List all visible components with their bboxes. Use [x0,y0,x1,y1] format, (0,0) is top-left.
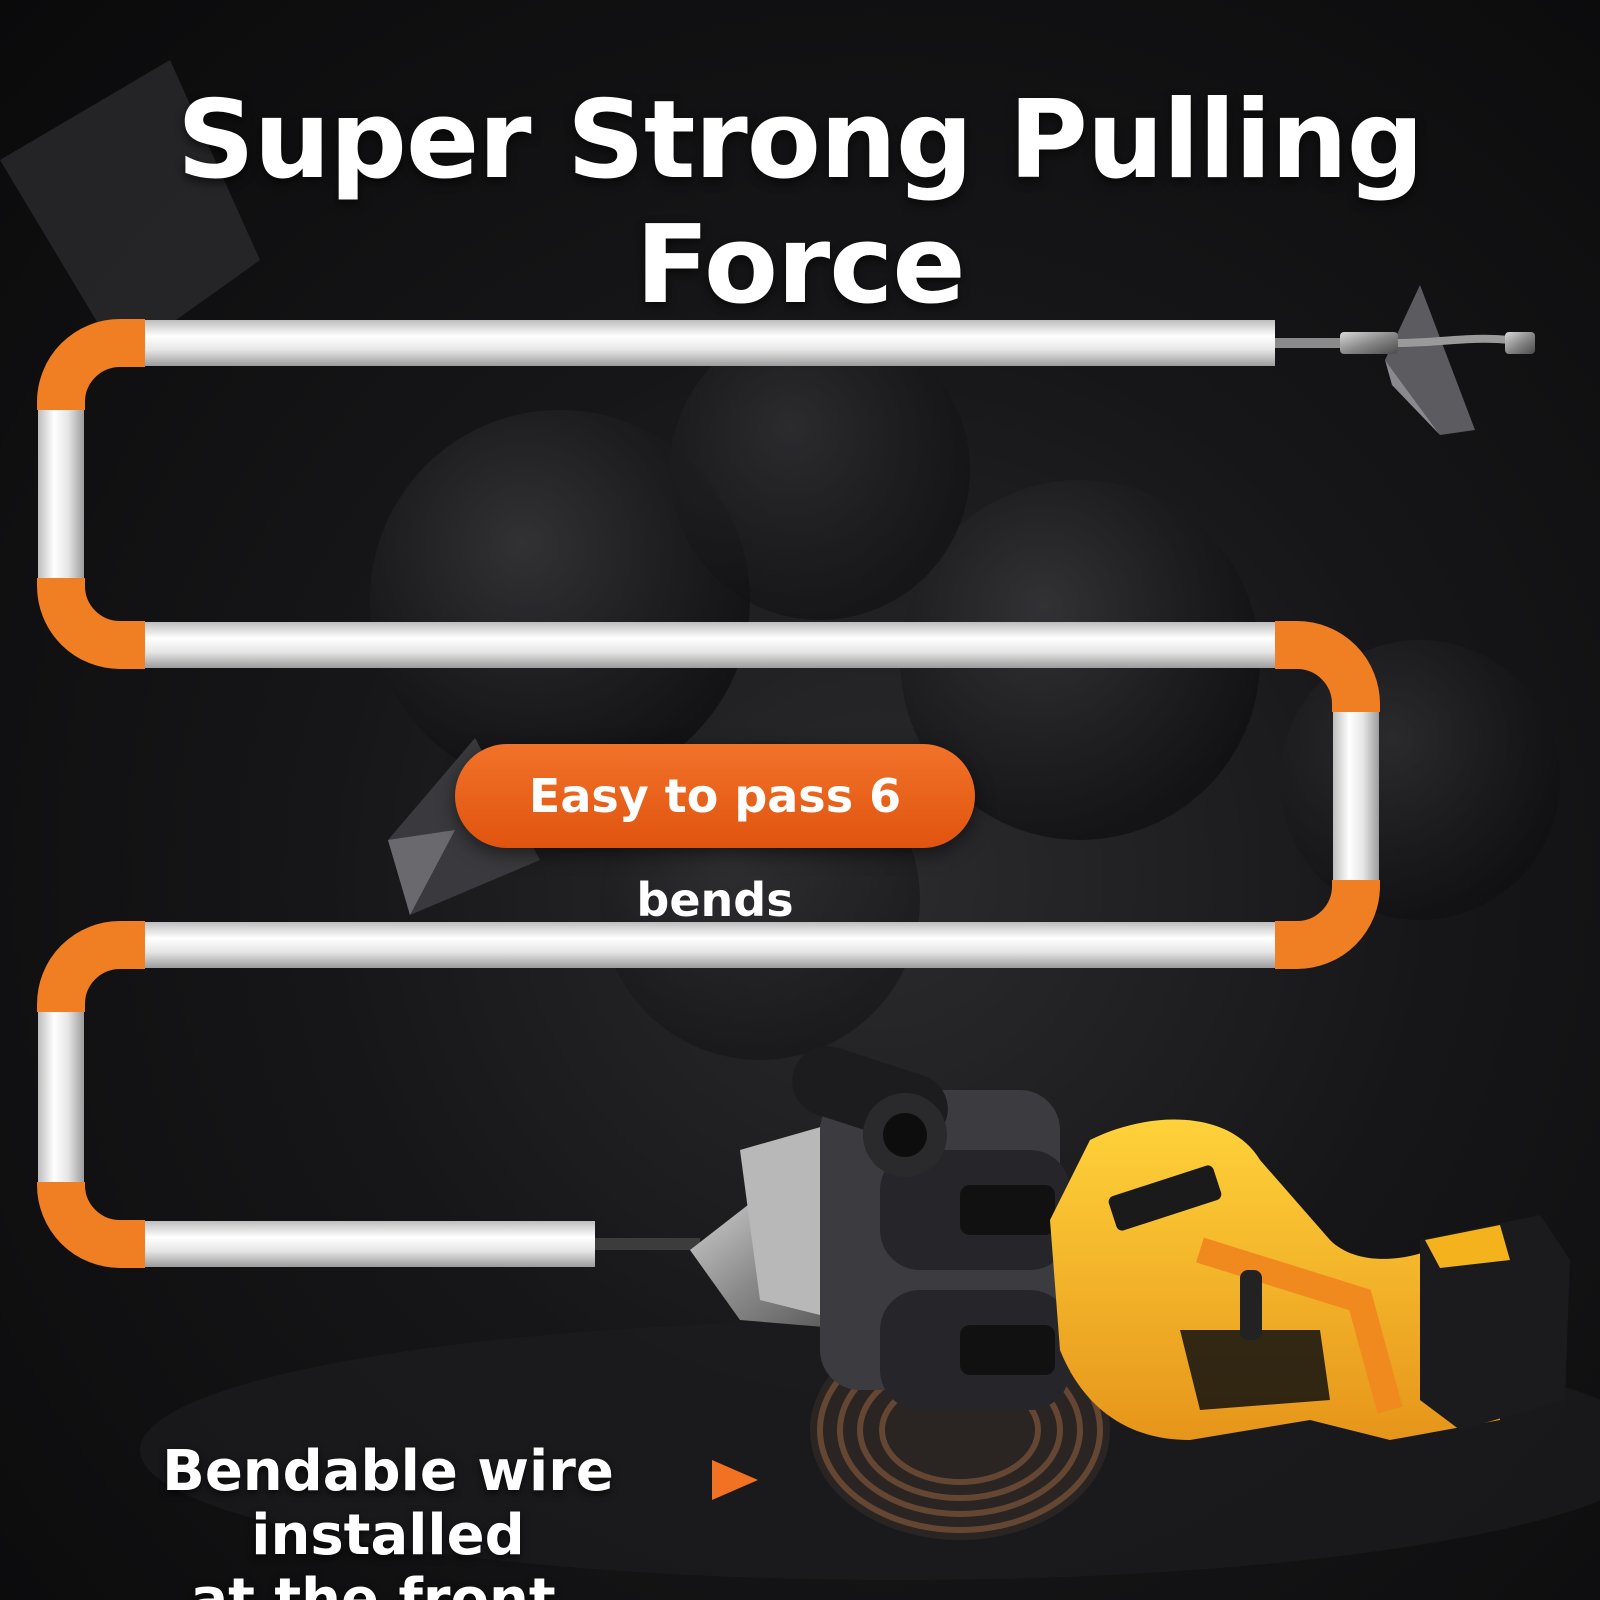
bend-1 [37,319,145,410]
arrow-icon [712,1460,758,1500]
cable-puller-tool [690,1046,1570,1540]
front-note-line2: at the front [190,1567,556,1600]
front-note: Bendable wire installed at the front [28,1440,748,1600]
bend-5 [37,921,145,1012]
bend-6 [37,1182,145,1268]
headline: Super Strong Pulling Force [176,78,1424,328]
bend-pipe-path [37,319,1535,1268]
bends-badge: Easy to pass 6 bends [455,744,975,927]
front-note-line1: Bendable wire installed [162,1439,614,1568]
bend-3 [1275,621,1380,712]
bend-4 [1275,880,1380,969]
bend-2 [37,578,145,669]
